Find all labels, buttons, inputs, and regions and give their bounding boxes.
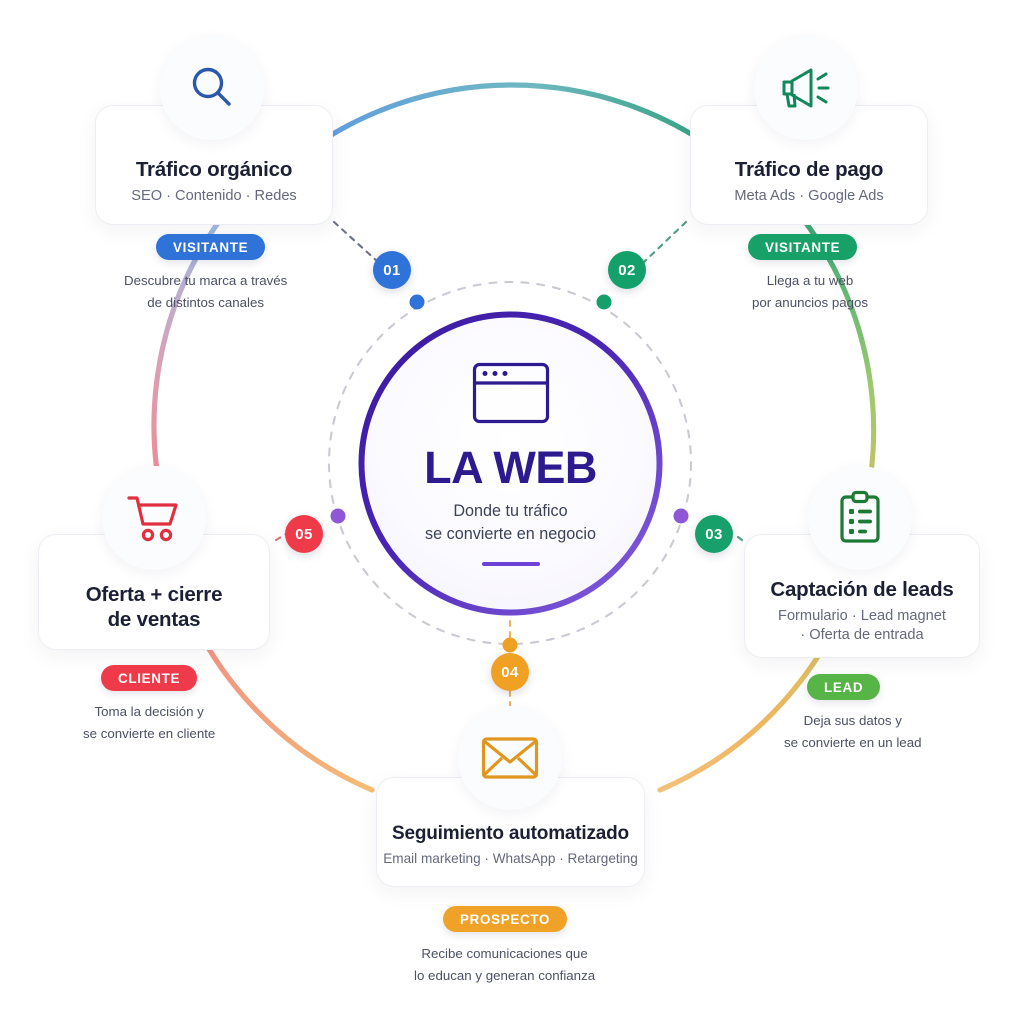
hub-subtitle-line-1: Donde tu tráfico	[453, 501, 568, 520]
caption-line-2: lo educan y generan confianza	[414, 967, 596, 983]
step-badge-04[interactable]: 04	[491, 653, 529, 691]
step-badge-05[interactable]: 05	[285, 515, 323, 553]
caption-oferta-cierre-de-ventas: Toma la decisión y se convierte en clien…	[83, 701, 215, 745]
card-title: Oferta + cierre de ventas	[86, 582, 223, 632]
card-subtitle: Email marketing · WhatsApp · Retargeting	[383, 851, 638, 867]
caption-line-1: Deja sus datos y	[803, 713, 902, 728]
center-hub: LA WEB Donde tu tráfico se convierte en …	[358, 311, 663, 616]
step-badge-02[interactable]: 02	[608, 251, 646, 289]
card-subtitle-line-2: · Oferta de entrada	[800, 627, 924, 643]
caption-seguimiento-automatizado: Recibe comunicaciones que lo educan y ge…	[414, 943, 595, 987]
caption-line-1: Llega a tu web	[766, 273, 854, 288]
megaphone-icon-bubble	[754, 36, 858, 140]
caption-line-1: Recibe comunicaciones que	[421, 946, 588, 961]
card-title: Tráfico de pago	[734, 158, 884, 182]
card-title: Tráfico orgánico	[135, 158, 293, 182]
caption-line-1: Toma la decisión y	[94, 704, 204, 719]
envelope-icon-bubble	[458, 706, 562, 810]
caption-line-2: de distintos canales	[147, 294, 265, 310]
step-badge-01[interactable]: 01	[373, 251, 411, 289]
step-badge-03[interactable]: 03	[695, 515, 733, 553]
envelope-icon	[481, 735, 539, 781]
hub-title: LA WEB	[424, 441, 597, 493]
card-title: Captación de leads	[770, 577, 954, 601]
hub-subtitle: Donde tu tráfico se convierte en negocio	[425, 500, 596, 546]
shopping-cart-icon-bubble	[102, 466, 206, 570]
card-title-line-2: de ventas	[107, 608, 201, 631]
browser-window-icon	[472, 362, 550, 429]
megaphone-icon	[778, 63, 834, 113]
caption-line-2: se convierte en cliente	[83, 725, 216, 741]
card-subtitle: SEO · Contenido · Redes	[131, 188, 297, 205]
orbit-connector-dots	[330, 294, 689, 653]
caption-captacion-de-leads: Deja sus datos y se convierte en un lead	[784, 710, 922, 754]
card-subtitle: Formulario · Lead magnet · Oferta de ent…	[778, 607, 946, 646]
caption-line-2: por anuncios pagos	[752, 294, 869, 310]
card-subtitle: Meta Ads · Google Ads	[734, 188, 884, 205]
clipboard-list-icon-bubble	[808, 466, 912, 570]
shopping-cart-icon	[125, 492, 183, 544]
stage-pill-visitante-pago: VISITANTE	[748, 234, 858, 260]
caption-line-2: se convierte en un lead	[784, 734, 922, 750]
hub-subtitle-line-2: se convierte en negocio	[425, 524, 596, 543]
dashed-orbit-ring	[327, 280, 693, 646]
caption-trafico-de-pago: Llega a tu web por anuncios pagos	[752, 270, 868, 314]
clipboard-list-icon	[836, 490, 884, 546]
card-title-line-1: Oferta + cierre	[85, 583, 223, 606]
stage-pill-prospecto: PROSPECTO	[443, 906, 568, 932]
stage-pill-cliente: CLIENTE	[101, 665, 198, 691]
search-icon	[186, 62, 238, 114]
hub-divider	[481, 561, 540, 566]
caption-trafico-organico: Descubre tu marca a través de distintos …	[124, 270, 287, 314]
card-subtitle-line-1: Formulario · Lead magnet	[778, 607, 946, 624]
stage-pill-lead: LEAD	[807, 674, 881, 700]
search-icon-bubble	[160, 36, 264, 140]
caption-line-1: Descubre tu marca a través	[124, 273, 288, 288]
stage-pill-visitante-organico: VISITANTE	[156, 234, 266, 260]
card-title: Seguimiento automatizado	[392, 822, 629, 844]
